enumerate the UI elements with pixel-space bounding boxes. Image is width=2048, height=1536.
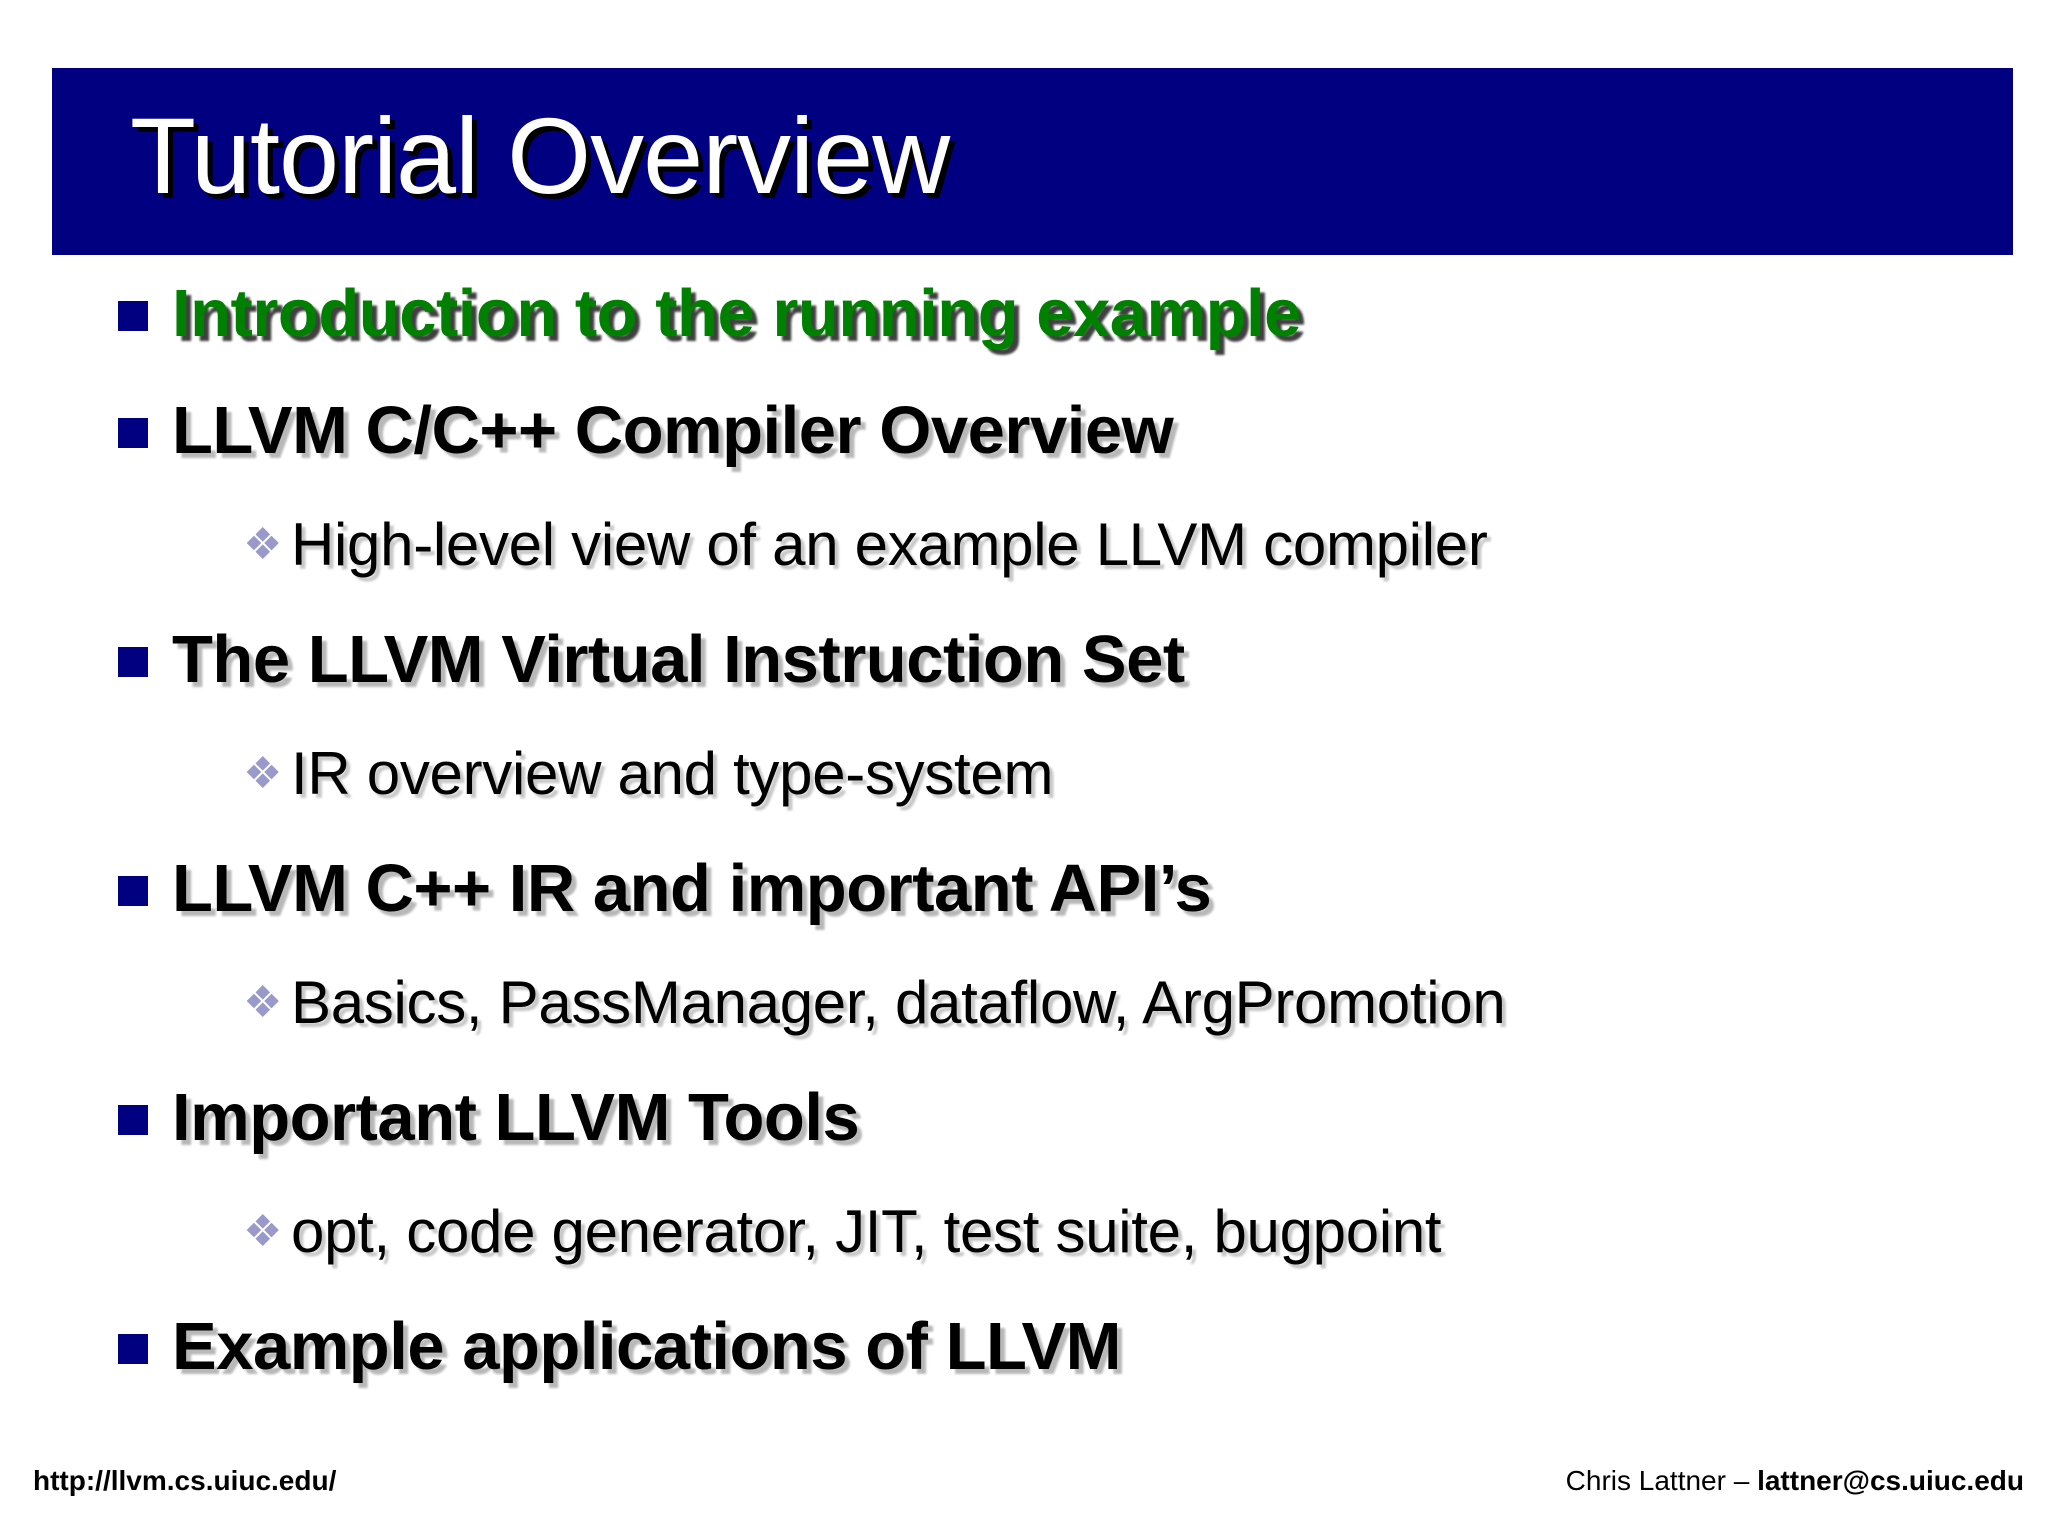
square-bullet-glyph: [118, 417, 148, 448]
outline-item-label: opt, code generator, JIT, test suite, bu…: [291, 1198, 1442, 1265]
outline-item: ❖IR overview and type-system: [0, 718, 2048, 830]
square-bullet-glyph: [118, 1104, 148, 1135]
outline-item: ❖opt, code generator, JIT, test suite, b…: [0, 1176, 2048, 1288]
outline-item-label: Important LLVM Tools: [172, 1080, 860, 1155]
outline-item-label: LLVM C++ IR and important API’s: [172, 851, 1212, 926]
outline-item-label: Basics, PassManager, dataflow, ArgPromot…: [291, 969, 1506, 1036]
outline-item-label: Example applications of LLVM: [172, 1309, 1121, 1384]
square-bullet-icon: [118, 601, 172, 718]
outline-item-label: Introduction to the running example: [172, 276, 1301, 351]
footer-author-name: Chris Lattner –: [1565, 1465, 1758, 1496]
outline-item: The LLVM Virtual Instruction Set: [0, 601, 2048, 718]
outline-item-label: IR overview and type-system: [291, 740, 1054, 807]
title-banner: Tutorial Overview: [52, 68, 2013, 255]
diamond-bullet-icon: ❖: [243, 749, 283, 798]
page-title: Tutorial Overview: [130, 95, 950, 216]
outline-item: Example applications of LLVM: [0, 1288, 2048, 1405]
footer-author: Chris Lattner – lattner@cs.uiuc.edu: [1566, 1465, 2024, 1497]
outline-item-label: LLVM C/C++ Compiler Overview: [172, 393, 1174, 468]
diamond-bullet-icon: ❖: [243, 1207, 283, 1256]
diamond-bullet-icon: ❖: [243, 520, 283, 569]
footer-author-email[interactable]: lattner@cs.uiuc.edu: [1757, 1465, 2024, 1496]
square-bullet-icon: [118, 372, 172, 489]
square-bullet-glyph: [118, 1333, 148, 1364]
square-bullet-glyph: [118, 646, 148, 677]
outline-item: Introduction to the running example: [0, 255, 2048, 372]
outline-item-label: The LLVM Virtual Instruction Set: [172, 622, 1185, 697]
outline-item-label: High-level view of an example LLVM compi…: [291, 511, 1488, 578]
outline-item: ❖Basics, PassManager, dataflow, ArgPromo…: [0, 947, 2048, 1059]
outline-item: LLVM C++ IR and important API’s: [0, 830, 2048, 947]
footer-url[interactable]: http://llvm.cs.uiuc.edu/: [33, 1465, 337, 1496]
square-bullet-icon: [118, 830, 172, 947]
square-bullet-icon: [118, 1288, 172, 1405]
square-bullet-glyph: [118, 875, 148, 906]
outline-item: LLVM C/C++ Compiler Overview: [0, 372, 2048, 489]
outline-item: Important LLVM Tools: [0, 1059, 2048, 1176]
square-bullet-icon: [118, 1059, 172, 1176]
outline-item: ❖High-level view of an example LLVM comp…: [0, 489, 2048, 601]
diamond-bullet-icon: ❖: [243, 978, 283, 1027]
square-bullet-glyph: [118, 300, 148, 331]
square-bullet-icon: [118, 255, 172, 372]
